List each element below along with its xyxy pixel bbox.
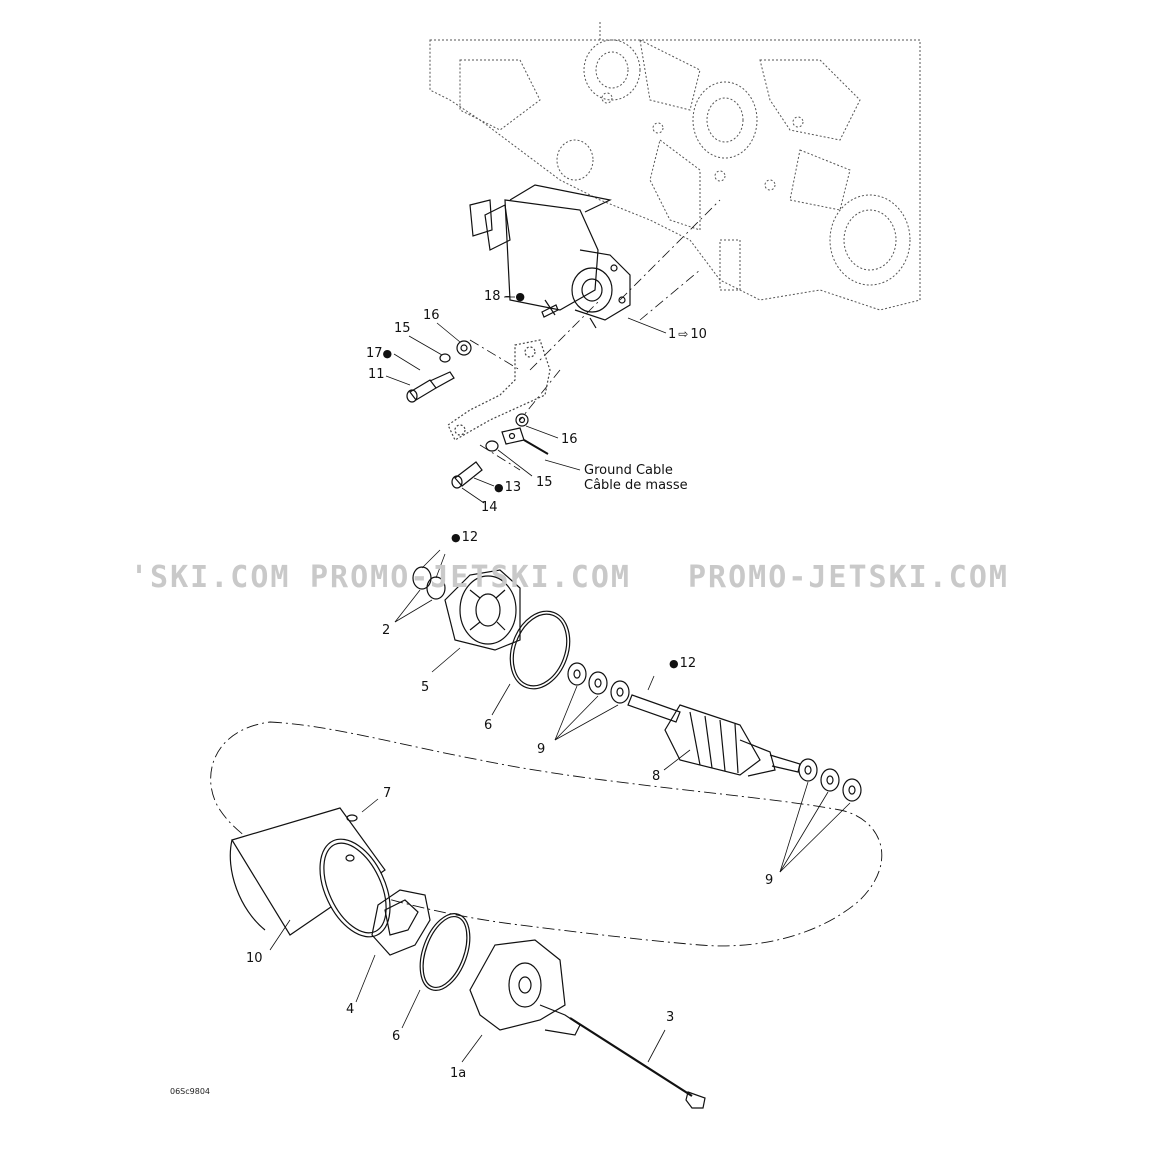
end-cover-1a — [469, 939, 581, 1036]
callout-14: 14 — [481, 500, 498, 515]
callout-12-top-number: 12 — [461, 530, 479, 545]
stud-18 — [541, 304, 559, 318]
drop-icon: ● — [494, 481, 504, 494]
drive-housing-5 — [444, 569, 521, 651]
callout-7: 7 — [383, 786, 392, 801]
callout-16-bottom: 16 — [561, 432, 578, 447]
callout-1-ref: 10 — [690, 327, 707, 342]
watermark-right: PROMO-JETSKI.COM — [688, 560, 1009, 595]
callout-17-number: 17 — [366, 346, 383, 361]
drop-icon: ● — [382, 347, 393, 360]
ground-cable-note: Ground Cable Câble de masse — [584, 463, 688, 493]
callout-12-right: ●12 — [669, 657, 696, 671]
callout-8: 8 — [652, 769, 661, 784]
callout-1a: 1a — [450, 1066, 467, 1081]
callout-1-10: 1⇨10 — [668, 327, 707, 342]
callout-5: 5 — [421, 680, 430, 695]
assembly-loop — [210, 721, 883, 947]
callout-18-number: 18 — [484, 289, 501, 304]
watermark-center: PROMO-JETSKI.COM — [310, 560, 631, 595]
callout-15-bottom: 15 — [536, 475, 553, 490]
plug-7 — [346, 814, 358, 822]
callout-12-top: ●12 — [451, 531, 478, 545]
callout-9-upper: 9 — [537, 742, 546, 757]
callout-11: 11 — [368, 367, 385, 382]
brush-holder-4 — [371, 889, 431, 956]
callout-16-top: 16 — [423, 308, 440, 323]
washers-9-lower — [798, 758, 862, 802]
bolt-11 — [406, 371, 455, 403]
callout-13: ●13 — [494, 481, 521, 495]
callout-18: 18 – ● — [484, 289, 525, 304]
callout-10: 10 — [246, 951, 263, 966]
callout-4: 4 — [346, 1002, 355, 1017]
figure-reference: 06Sc9804 — [170, 1087, 211, 1096]
callout-13-number: 13 — [504, 480, 522, 495]
callout-12-right-number: 12 — [679, 656, 697, 671]
nut-16-bottom — [515, 413, 529, 427]
callout-6-upper: 6 — [484, 718, 493, 733]
callout-17: 17● — [366, 347, 393, 361]
callout-9-lower: 9 — [765, 873, 774, 888]
washer-15-top — [439, 353, 451, 363]
engine-block-outline — [429, 20, 921, 311]
callout-15-top: 15 — [394, 321, 411, 336]
callout-1-number: 1 — [668, 327, 677, 342]
drop-icon: ● — [669, 657, 679, 670]
callout-6-lower: 6 — [392, 1029, 401, 1044]
open-arrow-icon: ⇨ — [678, 327, 689, 341]
washers-9-upper — [567, 662, 630, 704]
watermark-left: 'SKI.COM — [130, 560, 291, 595]
assembled-starter — [469, 184, 631, 329]
drop-icon: ● — [451, 531, 461, 544]
ground-cable-terminal — [501, 427, 549, 455]
drop-icon: ● — [515, 290, 525, 303]
o-ring-6-upper — [509, 610, 571, 690]
o-ring-6-lower — [419, 913, 471, 991]
support-bracket — [447, 339, 551, 441]
armature-8 — [627, 675, 801, 777]
nut-16-top — [456, 340, 472, 356]
washer-15-bottom — [485, 440, 499, 452]
yoke-10 — [229, 807, 391, 938]
callout-2: 2 — [382, 623, 391, 638]
ground-cable-label-fr: Câble de masse — [584, 478, 688, 493]
callout-3: 3 — [666, 1010, 675, 1025]
through-bolt-3 — [569, 1017, 706, 1109]
ground-cable-label-en: Ground Cable — [584, 463, 673, 478]
bolt-14 — [451, 461, 483, 489]
